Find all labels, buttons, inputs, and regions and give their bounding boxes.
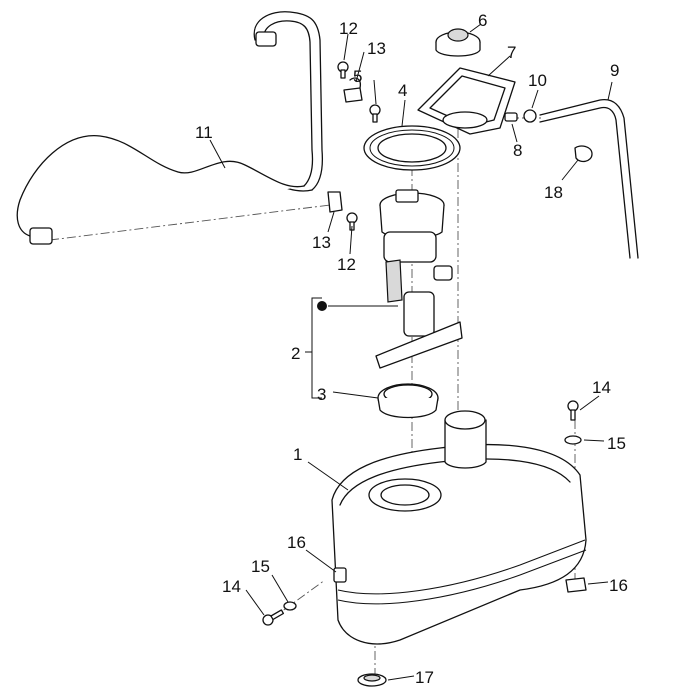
callout-17: 17 [415,668,434,687]
part-11-hose [16,11,324,245]
part-6-fuel-cap [435,28,481,57]
part-1-fuel-tank [331,410,587,645]
callout-9: 9 [610,61,619,80]
callout-15-left: 15 [251,557,270,576]
callout-11: 11 [195,123,213,142]
part-16-clips [333,567,587,593]
callout-12-lower: 12 [337,255,356,274]
callout-1: 1 [293,445,302,464]
part-8-10-fittings [504,109,537,123]
callout-5: 5 [353,67,362,86]
callout-6: 6 [478,11,487,30]
part-2-fuel-pump [375,189,463,369]
part-3-gasket [377,383,439,419]
part-5-screw [369,104,381,123]
callout-16-right: 16 [609,576,628,595]
callout-15-right: 15 [607,434,626,453]
callout-4: 4 [398,81,407,100]
callout-2-bracket [305,297,398,399]
part-12-13-upper [337,61,363,103]
callout-labels: 1 2 3 4 5 6 7 8 9 10 11 12 12 13 13 14 1… [195,11,628,687]
callout-18: 18 [544,183,563,202]
callout-13-upper: 13 [367,39,386,58]
part-7-filler-tray [417,67,516,135]
part-17-plug [357,673,387,687]
part-14-15-right [564,400,582,445]
part-4-ring-nut [363,125,461,171]
callout-14-right: 14 [592,378,611,397]
callout-8: 8 [513,141,522,160]
callout-16-left: 16 [287,533,306,552]
part-9-vent-pipe [539,98,639,259]
leader-lines [209,23,613,681]
callout-12-upper: 12 [339,19,358,38]
callout-3: 3 [317,385,326,404]
callout-10: 10 [528,71,547,90]
part-12-13-lower [327,191,358,231]
callout-7: 7 [507,43,516,62]
callout-2: 2 [291,344,300,363]
part-18-clip [574,145,593,163]
part-14-15-left [262,601,297,626]
callout-14-left: 14 [222,577,241,596]
callout-13-lower: 13 [312,233,331,252]
